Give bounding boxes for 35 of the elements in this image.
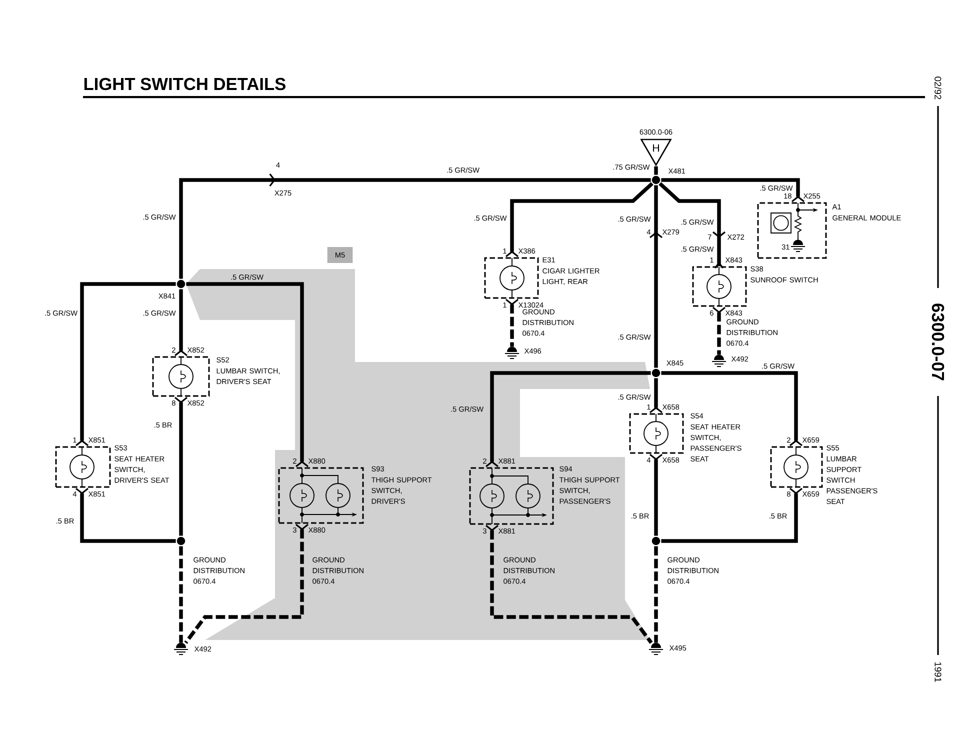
ground-symbol <box>173 642 189 656</box>
splice-dot <box>176 278 186 290</box>
wire <box>76 282 176 446</box>
splice-dot <box>650 174 662 186</box>
date-label: 1991 <box>934 662 942 682</box>
splice-dot <box>650 368 662 378</box>
wire <box>650 378 662 414</box>
wire <box>654 166 658 175</box>
wire <box>174 289 188 356</box>
page-number: 6300.0-07 <box>932 304 944 380</box>
wire <box>486 371 651 468</box>
wire <box>184 524 308 644</box>
splice-dot <box>176 536 186 546</box>
wire <box>506 182 654 258</box>
wire <box>661 178 804 202</box>
wire <box>179 546 183 643</box>
date-label: 02/92 <box>934 76 942 100</box>
wire <box>712 306 726 355</box>
ground-symbol <box>711 354 727 368</box>
wire <box>76 488 176 543</box>
wire <box>179 174 651 279</box>
wire <box>661 488 802 543</box>
wire <box>506 298 518 347</box>
wire <box>486 524 653 644</box>
wire <box>174 396 188 536</box>
wire <box>186 282 308 468</box>
wire <box>650 185 662 368</box>
ground-symbol <box>504 346 520 360</box>
wire <box>661 371 802 446</box>
wire <box>650 454 662 536</box>
title: LIGHT SWITCH DETAILS <box>84 78 286 90</box>
wire <box>658 182 726 266</box>
splice-dot <box>650 536 662 546</box>
wire <box>654 546 658 643</box>
ground-symbol <box>648 642 664 656</box>
